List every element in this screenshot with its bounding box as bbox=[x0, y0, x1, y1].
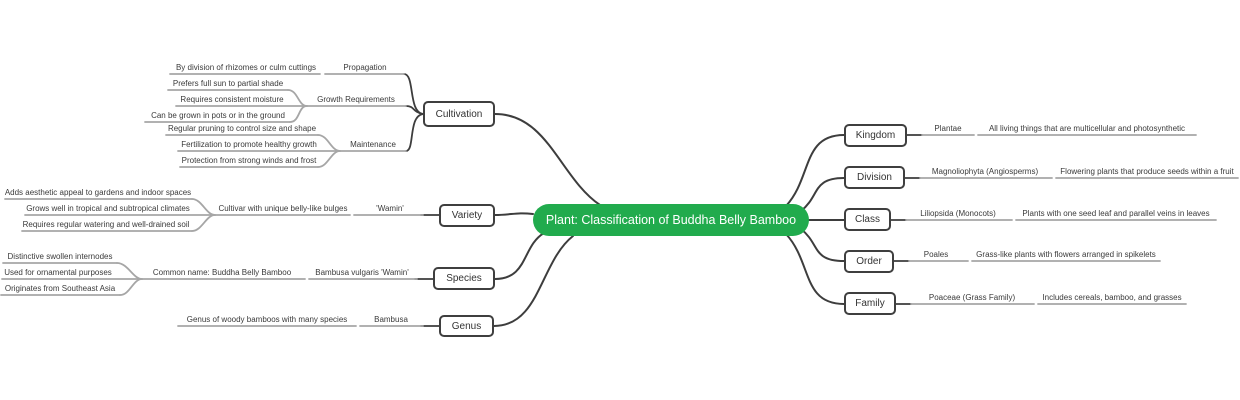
node-variety[interactable]: Variety bbox=[439, 204, 495, 227]
node-division[interactable]: Division bbox=[844, 166, 905, 189]
node-order[interactable]: Order bbox=[844, 250, 894, 273]
label-propagation: Propagation bbox=[343, 63, 387, 72]
label-plantae: Plantae bbox=[934, 124, 962, 133]
label-prefers-sun: Prefers full sun to partial shade bbox=[172, 79, 284, 88]
label-common-name: Common name: Buddha Belly Bamboo bbox=[152, 268, 292, 277]
label-liliopsida: Liliopsida (Monocots) bbox=[920, 209, 996, 218]
node-kingdom[interactable]: Kingdom bbox=[844, 124, 907, 147]
label-woody-bamboos: Genus of woody bamboos with many species bbox=[186, 315, 348, 324]
label-bambusa: Bambusa bbox=[374, 315, 408, 324]
label-growth-requirements: Growth Requirements bbox=[317, 95, 395, 104]
label-parallel-veins: Plants with one seed leaf and parallel v… bbox=[1022, 209, 1210, 218]
label-grown-in-pots: Can be grown in pots or in the ground bbox=[151, 111, 285, 120]
leaf-underlines bbox=[0, 73, 1239, 327]
root-branch-curves bbox=[493, 113, 845, 327]
label-poales: Poales bbox=[923, 250, 949, 259]
root-node[interactable]: Plant: Classification of Buddha Belly Ba… bbox=[533, 204, 809, 236]
label-multicellular: All living things that are multicellular… bbox=[988, 124, 1186, 133]
label-fertilization: Fertilization to promote healthy growth bbox=[181, 140, 317, 149]
node-species[interactable]: Species bbox=[433, 267, 495, 290]
label-southeast-asia: Originates from Southeast Asia bbox=[4, 284, 116, 293]
label-consistent-moisture: Requires consistent moisture bbox=[180, 95, 284, 104]
label-spikelets: Grass-like plants with flowers arranged … bbox=[976, 250, 1156, 259]
label-ornamental: Used for ornamental purposes bbox=[4, 268, 112, 277]
label-magnoliophyta: Magnoliophyta (Angiosperms) bbox=[931, 167, 1039, 176]
node-family[interactable]: Family bbox=[844, 292, 896, 315]
label-protection: Protection from strong winds and frost bbox=[181, 156, 317, 165]
label-regular-pruning: Regular pruning to control size and shap… bbox=[167, 124, 317, 133]
node-class[interactable]: Class bbox=[844, 208, 891, 231]
node-branch-connectors bbox=[403, 73, 923, 327]
label-cereals-bamboo: Includes cereals, bamboo, and grasses bbox=[1042, 293, 1182, 302]
leaf-fork-connectors bbox=[116, 89, 341, 296]
label-bambusa-vulgaris: Bambusa vulgaris 'Wamin' bbox=[315, 268, 409, 277]
label-swollen-internodes: Distinctive swollen internodes bbox=[7, 252, 113, 261]
label-maintenance: Maintenance bbox=[350, 140, 396, 149]
label-flowering-plants: Flowering plants that produce seeds with… bbox=[1060, 167, 1234, 176]
label-by-division: By division of rhizomes or culm cuttings bbox=[175, 63, 317, 72]
label-aesthetic-appeal: Adds aesthetic appeal to gardens and ind… bbox=[4, 188, 192, 197]
label-poaceae: Poaceae (Grass Family) bbox=[928, 293, 1016, 302]
label-tropical-climates: Grows well in tropical and subtropical c… bbox=[26, 204, 190, 213]
label-wamin: 'Wamin' bbox=[376, 204, 404, 213]
node-genus[interactable]: Genus bbox=[439, 315, 494, 337]
label-regular-watering: Requires regular watering and well-drain… bbox=[22, 220, 190, 229]
node-cultivation[interactable]: Cultivation bbox=[423, 101, 495, 127]
label-cultivar-bulges: Cultivar with unique belly-like bulges bbox=[218, 204, 348, 213]
